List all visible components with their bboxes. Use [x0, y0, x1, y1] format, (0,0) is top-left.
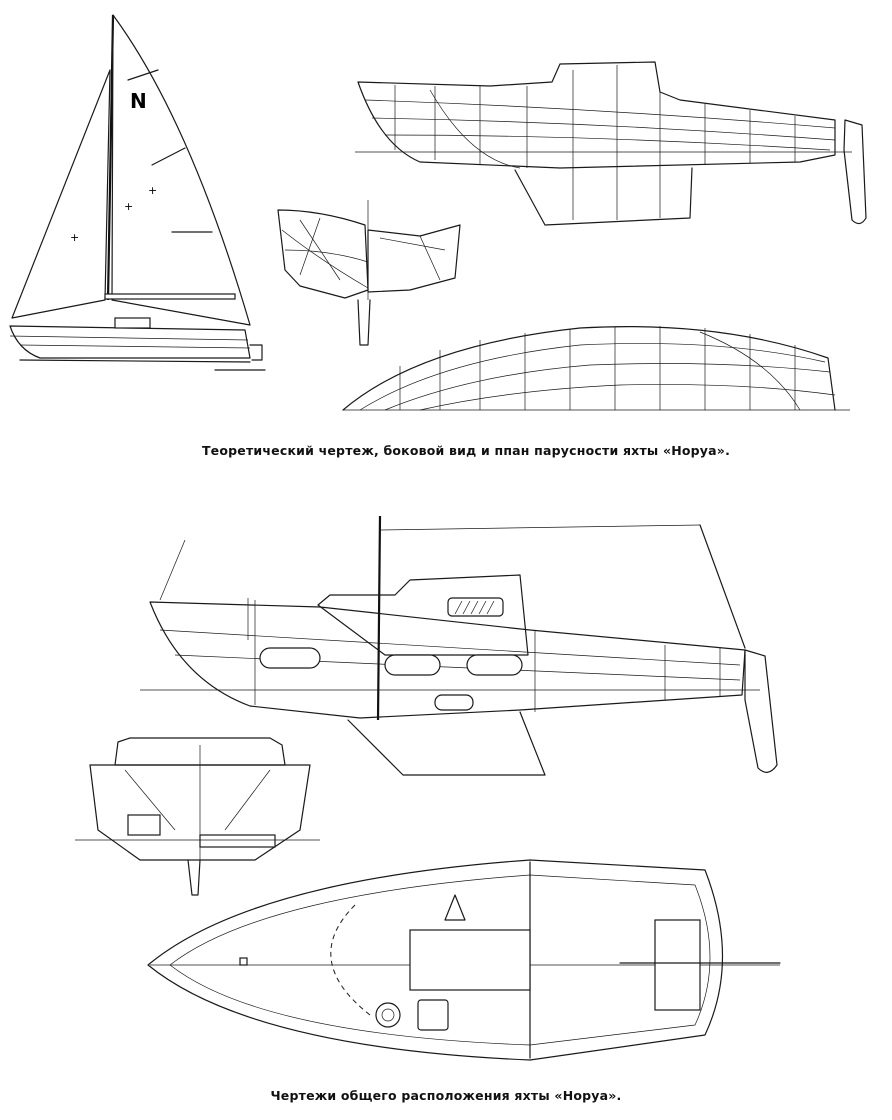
cross-section-view — [75, 737, 320, 896]
mast-step — [444, 894, 466, 921]
bottom-figure-caption: Чертежи общего расположения яхты «Норуа»… — [270, 1088, 622, 1103]
backstay — [699, 524, 746, 649]
half-breadth-deck — [342, 326, 836, 411]
body-plan-half-left — [277, 209, 369, 299]
half-breadth-view — [342, 326, 850, 411]
porthole — [434, 694, 474, 711]
svg-text:+: + — [124, 200, 133, 213]
berth-outline — [330, 904, 371, 1016]
batten — [127, 69, 159, 81]
section-keel — [187, 859, 201, 896]
inboard-rudder — [744, 649, 778, 773]
section-hull — [89, 764, 311, 861]
body-plan-view — [277, 200, 461, 346]
arrangement-drawing — [75, 515, 781, 1061]
profile-hull — [357, 61, 836, 169]
deck-plan-view — [147, 859, 781, 1061]
batten — [151, 147, 186, 166]
top-figure-caption: Теоретический чертеж, боковой вид и ппан… — [201, 443, 731, 458]
svg-text:+: + — [148, 184, 157, 197]
sail-plan-hull — [9, 325, 251, 359]
inboard-keel — [347, 711, 546, 776]
boom — [104, 293, 236, 300]
mainsail — [111, 14, 251, 326]
aft-hatch — [654, 919, 701, 1011]
sail-emblem: N — [130, 89, 147, 113]
cabin-window — [447, 597, 504, 617]
inboard-hull — [149, 601, 746, 719]
deck-outline — [147, 859, 724, 1061]
lines-and-sail-plan-figure: N + + + — [0, 0, 892, 470]
inboard-profile-view — [140, 515, 778, 776]
profile-rudder — [843, 119, 867, 225]
general-arrangement-figure: Чертежи общего расположения яхты «Норуа»… — [0, 480, 892, 1120]
cabin-window — [114, 317, 151, 329]
svg-text:+: + — [70, 231, 79, 244]
section-locker — [127, 814, 161, 836]
mast — [106, 14, 115, 301]
jib-sail — [11, 69, 111, 319]
stove — [417, 999, 449, 1031]
body-plan-half-right — [367, 224, 461, 293]
porthole — [259, 647, 321, 669]
deck-fitting — [239, 957, 248, 966]
lines-drawing: N + + + — [9, 14, 867, 411]
rudder-stub — [249, 344, 263, 361]
side-profile-view — [355, 61, 867, 226]
body-plan-keel — [357, 299, 371, 346]
sink-icon — [375, 1002, 401, 1028]
sail-plan: N + + + — [9, 14, 266, 371]
inboard-mast — [376, 515, 382, 721]
porthole — [384, 654, 441, 676]
profile-keel — [514, 167, 693, 226]
porthole — [466, 654, 523, 676]
cockpit-table — [409, 929, 531, 991]
section-berth — [199, 834, 276, 848]
